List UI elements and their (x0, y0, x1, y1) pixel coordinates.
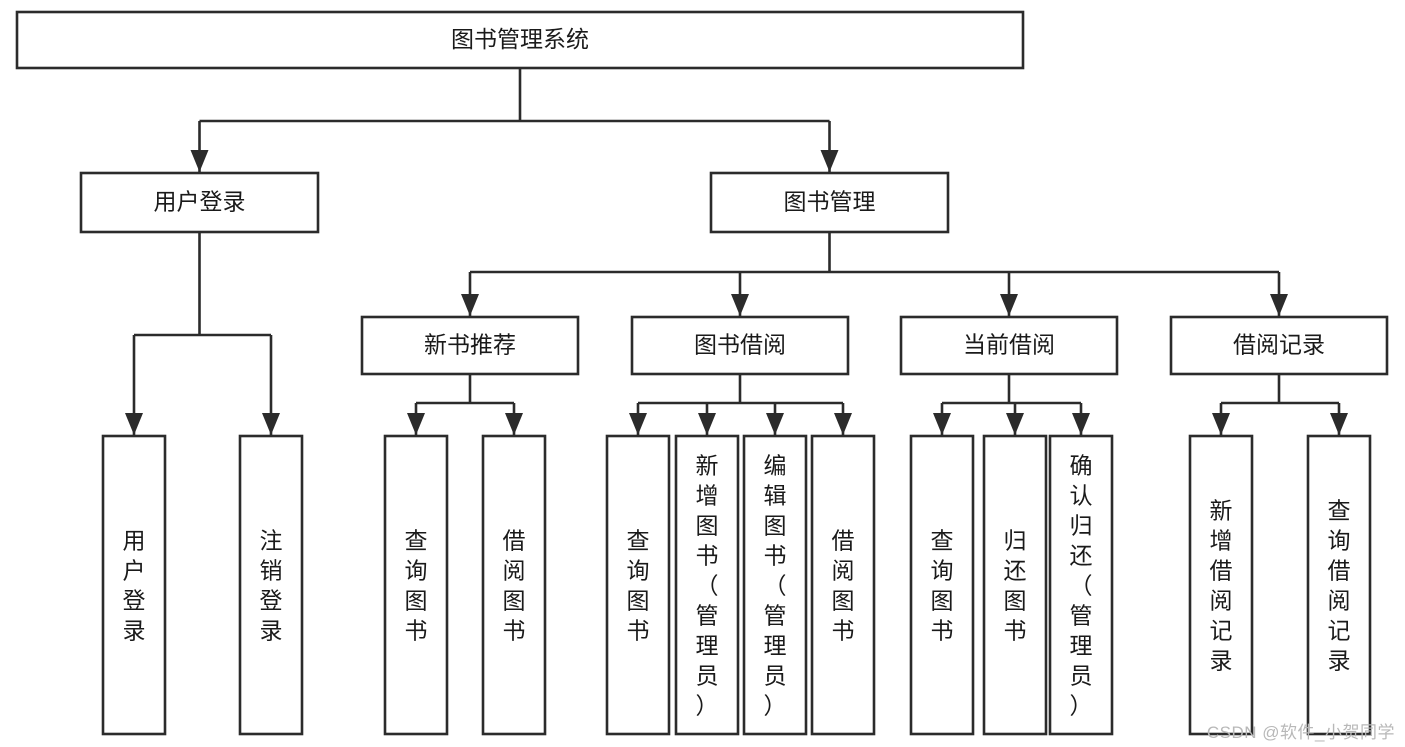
arrow-head-icon (1212, 413, 1230, 435)
arrow-head-icon (820, 150, 839, 172)
node-root[interactable]: 图书管理系统 (15, 10, 1025, 70)
node-book-borrow-label: 图书借阅 (694, 332, 786, 358)
arrow-head-icon (461, 294, 479, 316)
node-leaf-query-book-borrow[interactable]: 查询图书 (605, 434, 671, 736)
watermark-label: CSDN @软件_小贺同学 (1206, 723, 1395, 742)
node-leaf-borrow-book-rec-box[interactable] (481, 434, 547, 736)
node-leaf-confirm-return[interactable]: 确认归还（管理员） (1048, 434, 1114, 736)
node-current-borrow[interactable]: 当前借阅 (899, 315, 1119, 376)
node-leaf-query-record-box[interactable] (1306, 434, 1372, 736)
node-leaf-add-book[interactable]: 新增图书（管理员） (674, 434, 740, 736)
node-borrow-record-label: 借阅记录 (1233, 332, 1325, 358)
node-borrow-record[interactable]: 借阅记录 (1169, 315, 1389, 376)
arrow-head-icon (731, 294, 749, 316)
arrow-head-icon (698, 413, 716, 435)
arrow-head-icon (407, 413, 425, 435)
arrow-head-icon (262, 413, 280, 435)
node-leaf-query-record[interactable]: 查询借阅记录 (1306, 434, 1372, 736)
node-leaf-query-book-borrow-label: 查询图书 (627, 527, 650, 643)
node-leaf-edit-book-label: 编辑图书（管理员） (764, 452, 787, 718)
node-book-manage[interactable]: 图书管理 (709, 171, 950, 234)
arrow-head-icon (505, 413, 523, 435)
node-leaf-query-book-rec[interactable]: 查询图书 (383, 434, 449, 736)
node-leaf-confirm-return-box[interactable] (1048, 434, 1114, 736)
node-leaf-confirm-return-label: 确认归还（管理员） (1070, 452, 1093, 718)
node-leaf-query-book-cur[interactable]: 查询图书 (909, 434, 975, 736)
node-leaf-borrow-book[interactable]: 借阅图书 (810, 434, 876, 736)
arrow-head-icon (1006, 413, 1024, 435)
node-leaf-edit-book[interactable]: 编辑图书（管理员） (742, 434, 808, 736)
arrow-head-icon (190, 150, 209, 172)
node-leaf-query-book-borrow-box[interactable] (605, 434, 671, 736)
node-leaf-user-logout-label: 注销登录 (260, 527, 283, 643)
node-book-borrow[interactable]: 图书借阅 (630, 315, 850, 376)
arrow-head-icon (933, 413, 951, 435)
node-borrow-record-box[interactable] (1169, 315, 1389, 376)
node-new-book-rec[interactable]: 新书推荐 (360, 315, 580, 376)
node-leaf-add-record-box[interactable] (1188, 434, 1254, 736)
node-leaf-user-logout[interactable]: 注销登录 (238, 434, 304, 736)
node-leaf-user-logout-box[interactable] (238, 434, 304, 736)
arrow-head-icon (125, 413, 143, 435)
node-new-book-rec-box[interactable] (360, 315, 580, 376)
node-leaf-query-book-rec-label: 查询图书 (405, 527, 428, 643)
arrow-head-icon (629, 413, 647, 435)
node-leaf-add-book-label: 新增图书（管理员） (696, 452, 719, 718)
node-root-box[interactable] (15, 10, 1025, 70)
node-leaf-query-book-rec-box[interactable] (383, 434, 449, 736)
node-leaf-borrow-book-label: 借阅图书 (832, 527, 855, 643)
node-leaf-query-record-label: 查询借阅记录 (1328, 497, 1351, 673)
node-leaf-add-record-label: 新增借阅记录 (1210, 497, 1233, 673)
node-user-login-box[interactable] (79, 171, 320, 234)
node-leaf-edit-book-box[interactable] (742, 434, 808, 736)
node-leaf-borrow-book-rec-label: 借阅图书 (503, 527, 526, 643)
node-book-borrow-box[interactable] (630, 315, 850, 376)
arrow-head-icon (1000, 294, 1018, 316)
arrow-head-icon (1330, 413, 1348, 435)
node-current-borrow-box[interactable] (899, 315, 1119, 376)
arrow-head-icon (1072, 413, 1090, 435)
node-current-borrow-label: 当前借阅 (963, 332, 1055, 358)
arrow-head-icon (1270, 294, 1288, 316)
arrow-head-icon (834, 413, 852, 435)
node-root-label: 图书管理系统 (451, 26, 589, 52)
node-leaf-user-login-box[interactable] (101, 434, 167, 736)
node-leaf-return-book[interactable]: 归还图书 (982, 434, 1048, 736)
node-user-login-label: 用户登录 (154, 189, 246, 215)
node-leaf-borrow-book-rec[interactable]: 借阅图书 (481, 434, 547, 736)
node-new-book-rec-label: 新书推荐 (424, 332, 516, 358)
arrow-head-icon (766, 413, 784, 435)
node-leaf-borrow-book-box[interactable] (810, 434, 876, 736)
node-leaf-return-book-label: 归还图书 (1004, 527, 1027, 643)
node-book-manage-box[interactable] (709, 171, 950, 234)
node-leaf-query-book-cur-label: 查询图书 (931, 527, 954, 643)
node-leaf-return-book-box[interactable] (982, 434, 1048, 736)
node-leaf-user-login[interactable]: 用户登录 (101, 434, 167, 736)
node-leaf-user-login-label: 用户登录 (123, 527, 146, 643)
node-book-manage-label: 图书管理 (784, 189, 876, 215)
node-leaf-query-book-cur-box[interactable] (909, 434, 975, 736)
node-leaf-add-record[interactable]: 新增借阅记录 (1188, 434, 1254, 736)
node-leaf-add-book-box[interactable] (674, 434, 740, 736)
node-user-login[interactable]: 用户登录 (79, 171, 320, 234)
